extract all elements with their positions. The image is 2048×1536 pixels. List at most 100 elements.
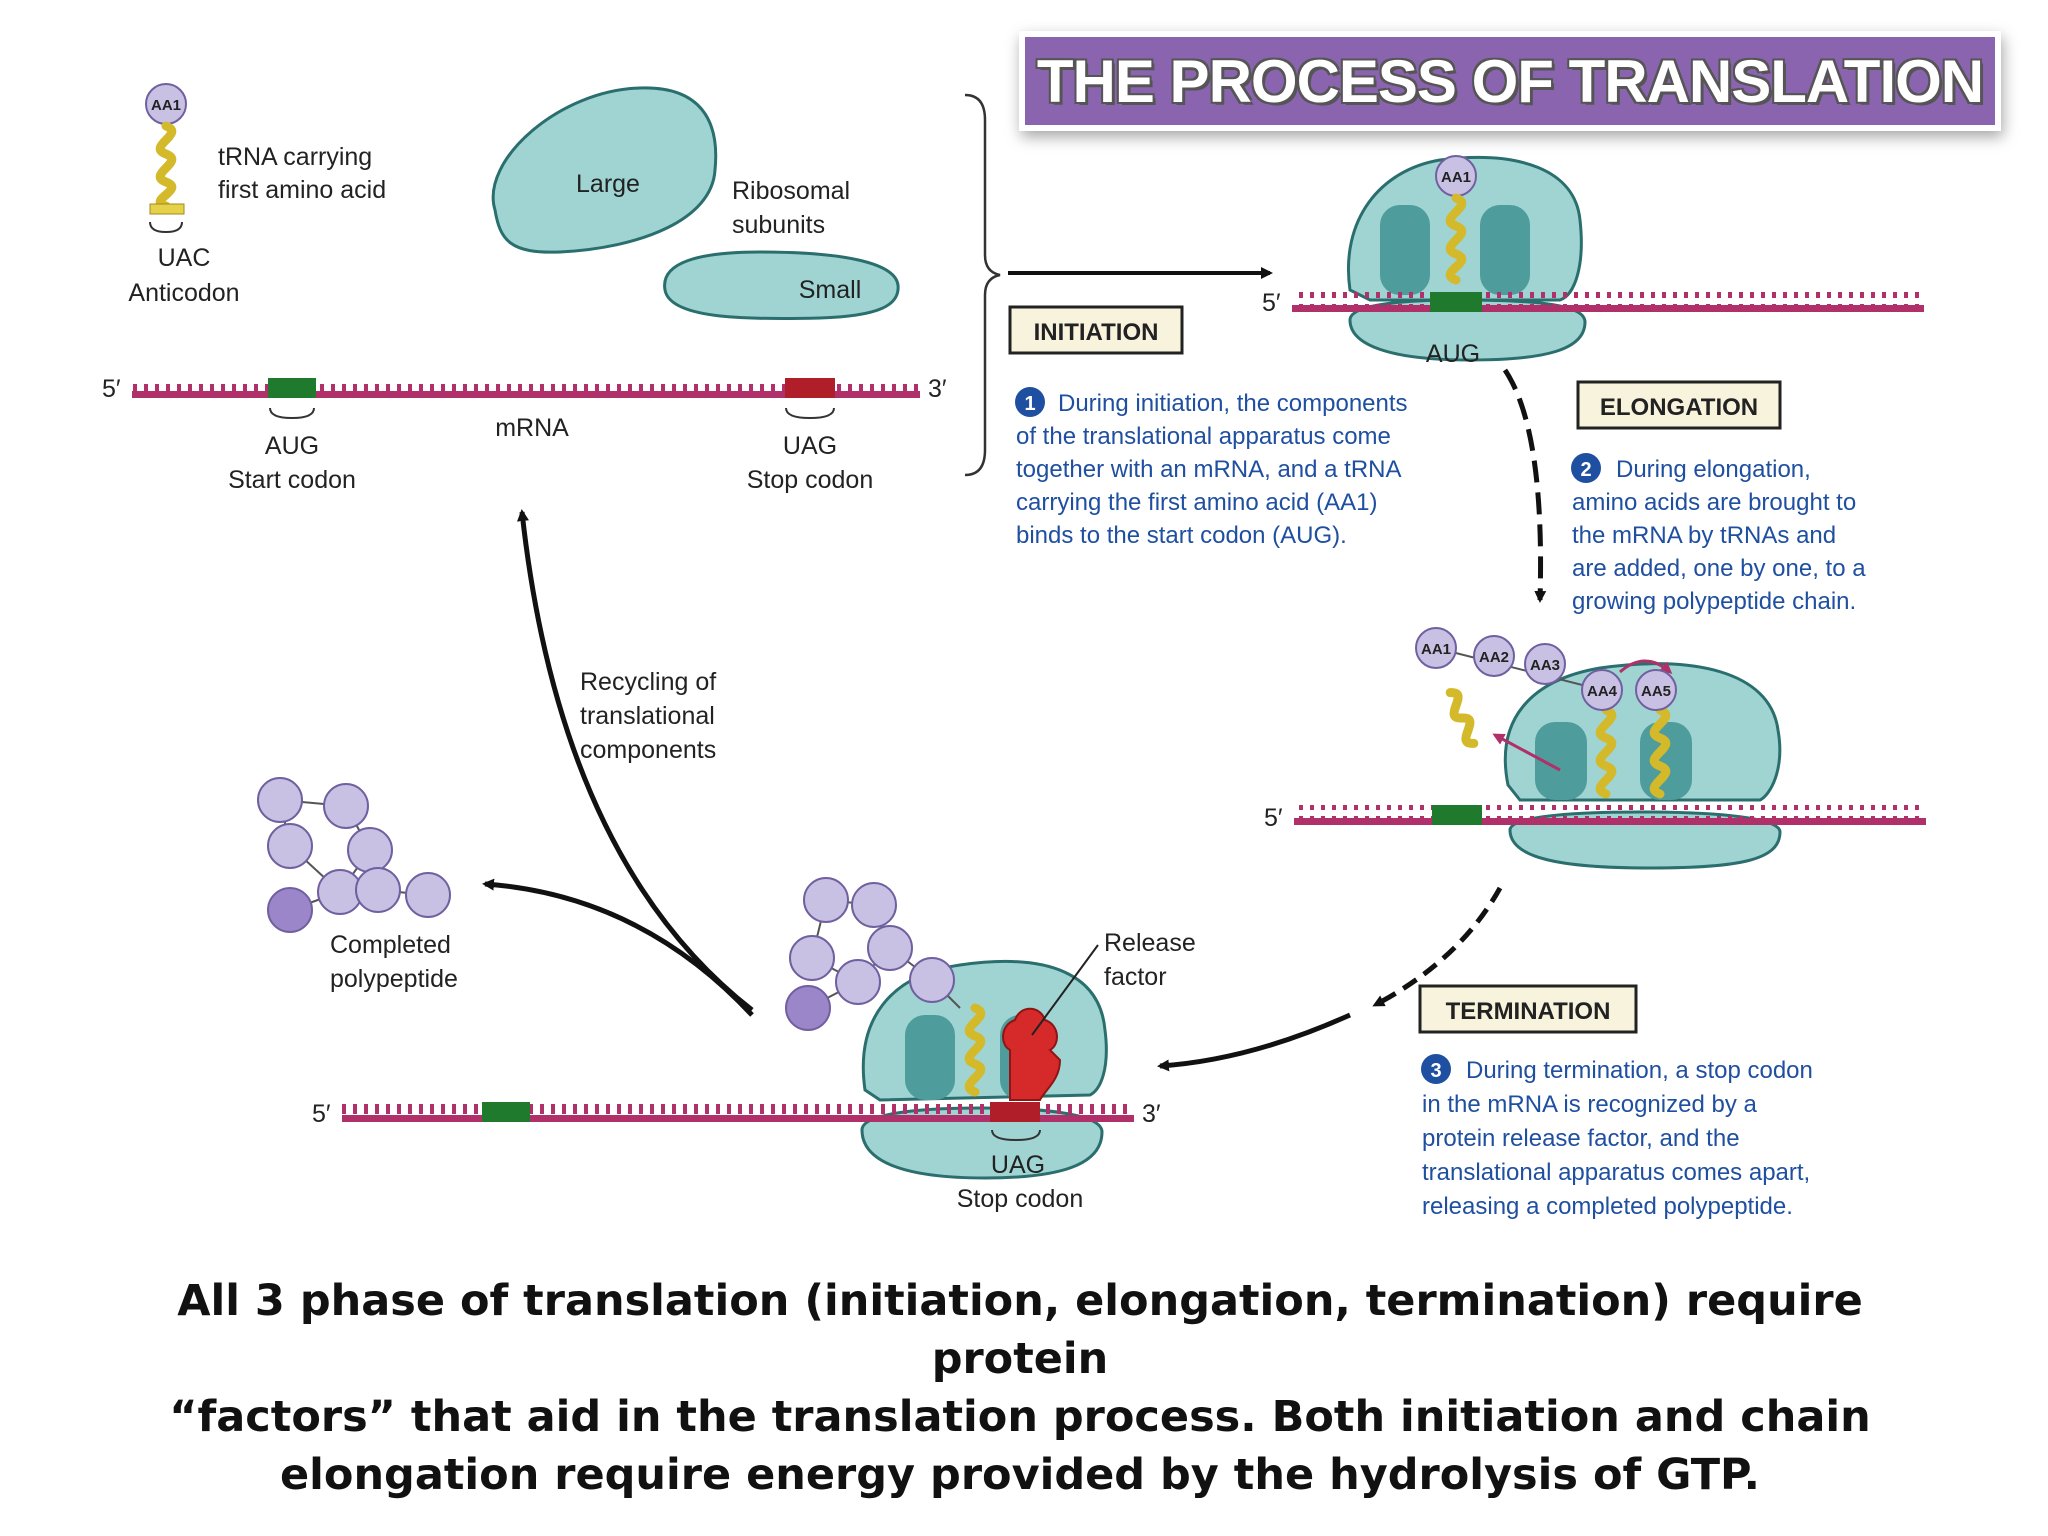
initiation-trna-icon bbox=[1445, 193, 1467, 285]
release-factor-line1: Release bbox=[1104, 929, 1196, 957]
elongation-text-line4: are added, one by one, to a bbox=[1572, 555, 1866, 582]
elongation-transfer-arrow bbox=[1619, 659, 1673, 674]
termination-stop-codon bbox=[990, 1102, 1040, 1122]
small-subunit-shape bbox=[663, 250, 900, 321]
termination-aa-bead bbox=[867, 925, 913, 971]
initiation-text-line3: together with an mRNA, and a tRNA bbox=[1016, 456, 1402, 483]
components-bracket bbox=[964, 93, 1001, 477]
step-3-badge bbox=[1421, 1054, 1451, 1084]
initiation-p-site bbox=[1380, 205, 1430, 295]
termination-aa-bead bbox=[803, 877, 849, 923]
termination-text-line1: During termination, a stop codon bbox=[1466, 1057, 1813, 1084]
recycling-line3: components bbox=[580, 736, 716, 764]
start-codon-text: AUG bbox=[265, 432, 319, 460]
elongation-aa5-bead bbox=[1635, 669, 1677, 711]
completed-polypeptide-line2: polypeptide bbox=[330, 965, 458, 993]
start-codon-label: Start codon bbox=[228, 466, 356, 494]
termination-text-block: 3 During termination, a stop codon in th… bbox=[1421, 1054, 1813, 1220]
elongation-text-line2: amino acids are brought to bbox=[1572, 489, 1856, 516]
elongation-p-site bbox=[1535, 722, 1587, 800]
page-title: THE PROCESS OF TRANSLATION bbox=[1036, 47, 1984, 115]
completed-aa-bead bbox=[257, 777, 303, 823]
termination-text-line4: translational apparatus comes apart, bbox=[1422, 1159, 1810, 1186]
completed-aa-bead bbox=[405, 872, 451, 918]
recycling-label: Recycling of translational components bbox=[580, 668, 716, 764]
completed-aa-bead bbox=[323, 783, 369, 829]
elongation-start-codon bbox=[1432, 805, 1482, 825]
stop-codon-marker bbox=[785, 378, 835, 398]
step-2-badge bbox=[1571, 453, 1601, 483]
initiation-label-box bbox=[1008, 305, 1184, 355]
elongation-exit-arrow bbox=[1492, 733, 1561, 772]
release-factor-icon bbox=[1002, 1007, 1062, 1101]
termination-three-prime: 3′ bbox=[1142, 1100, 1161, 1128]
termination-aa-bead bbox=[789, 935, 835, 981]
caption-line-2: “factors” that aid in the translation pr… bbox=[169, 1392, 1871, 1442]
initiation-label: INITIATION bbox=[1034, 319, 1159, 346]
elongation-label-box bbox=[1576, 380, 1782, 430]
stop-codon-brace bbox=[785, 407, 835, 420]
stop-codon-label: Stop codon bbox=[747, 466, 874, 494]
completed-aa-bead bbox=[267, 887, 313, 933]
release-polypeptide-arrow bbox=[482, 878, 754, 1017]
initiation-five-prime: 5′ bbox=[1262, 289, 1281, 317]
start-codon-marker bbox=[268, 378, 316, 398]
initiation-codon-label: AUG bbox=[1426, 340, 1480, 368]
elongation-aa4-label: AA4 bbox=[1587, 683, 1618, 700]
initiation-start-codon bbox=[1430, 292, 1482, 312]
termination-start-codon bbox=[482, 1102, 530, 1122]
termination-mrna-teeth bbox=[342, 1102, 1134, 1116]
small-subunit-label: Small bbox=[799, 276, 862, 304]
termination-stop-codon-text: UAG bbox=[991, 1151, 1045, 1179]
termination-ribosome: 5′ 3′ Release factor UAG Stop codon bbox=[312, 877, 1196, 1213]
elongation-text-line5: growing polypeptide chain. bbox=[1572, 588, 1856, 615]
title-banner: THE PROCESS OF TRANSLATION bbox=[1025, 37, 1995, 125]
termination-p-site bbox=[905, 1015, 955, 1100]
initiation-box: INITIATION bbox=[1008, 305, 1184, 355]
elongation-text-line3: the mRNA by tRNAs and bbox=[1572, 522, 1836, 549]
termination-aa-bead bbox=[851, 882, 897, 928]
mrna-strand-top: 5′ 3′ AUG Start codon mRNA UAG Stop codo… bbox=[102, 375, 947, 494]
completed-polypeptide-line1: Completed bbox=[330, 931, 451, 959]
elongation-text-line1: During elongation, bbox=[1616, 456, 1811, 483]
termination-label: TERMINATION bbox=[1446, 998, 1611, 1025]
elongation-trna-a-icon bbox=[1649, 705, 1671, 799]
elongation-box: ELONGATION bbox=[1576, 380, 1782, 430]
elongation-mrna-teeth bbox=[1294, 805, 1926, 819]
initiation-mrna-backbone bbox=[1292, 305, 1924, 312]
anticodon-label: Anticodon bbox=[128, 279, 239, 307]
elongation-trna-p-icon bbox=[1595, 705, 1617, 799]
mrna-label: mRNA bbox=[495, 414, 569, 442]
recycling-line1: Recycling of bbox=[580, 668, 716, 696]
termination-text-line2: in the mRNA is recognized by a bbox=[1422, 1091, 1757, 1118]
mrna-five-prime-top: 5′ bbox=[102, 375, 121, 403]
termination-stop-brace bbox=[991, 1129, 1041, 1142]
free-trna-group: AA1 tRNA carrying first amino acid UAC A… bbox=[128, 83, 386, 307]
elongation-mrna-backbone bbox=[1294, 818, 1926, 825]
elongation-aa1-label: AA1 bbox=[1421, 641, 1451, 658]
trna-label-line2: first amino acid bbox=[218, 176, 386, 204]
step-1-number: 1 bbox=[1024, 393, 1035, 415]
amino-acid-aa1-label: AA1 bbox=[151, 97, 181, 114]
elongation-a-site bbox=[1640, 722, 1692, 800]
initiation-text-line2: of the translational apparatus come bbox=[1016, 423, 1391, 450]
trna-label-line1: tRNA carrying bbox=[218, 143, 372, 171]
elongation-text-block: 2 During elongation, amino acids are bro… bbox=[1571, 453, 1866, 615]
completed-aa-bead bbox=[267, 823, 313, 869]
elongation-to-termination-arrow bbox=[1372, 886, 1503, 1008]
ribosomal-subunits-line2: subunits bbox=[732, 211, 825, 239]
initiation-aa1-label: AA1 bbox=[1441, 169, 1471, 186]
anticodon-codon: UAC bbox=[158, 244, 211, 272]
termination-text-line3: protein release factor, and the bbox=[1422, 1125, 1740, 1152]
initiation-mrna-teeth bbox=[1292, 292, 1924, 306]
termination-aa-bead bbox=[835, 959, 881, 1005]
termination-mrna-backbone bbox=[342, 1115, 1134, 1122]
initiation-ribosome: 5′ AA1 AUG bbox=[1262, 155, 1924, 368]
elongation-aa3-bead bbox=[1524, 643, 1566, 685]
initiation-text-line1: During initiation, the components bbox=[1058, 390, 1408, 417]
termination-aa-bead bbox=[909, 957, 955, 1003]
large-subunit-shape bbox=[491, 86, 718, 254]
elongation-ribosome: 5′ AA1 AA2 AA3 AA4 AA5 bbox=[1264, 627, 1926, 870]
caption-line-1: All 3 phase of translation (initiation, … bbox=[177, 1276, 1863, 1384]
